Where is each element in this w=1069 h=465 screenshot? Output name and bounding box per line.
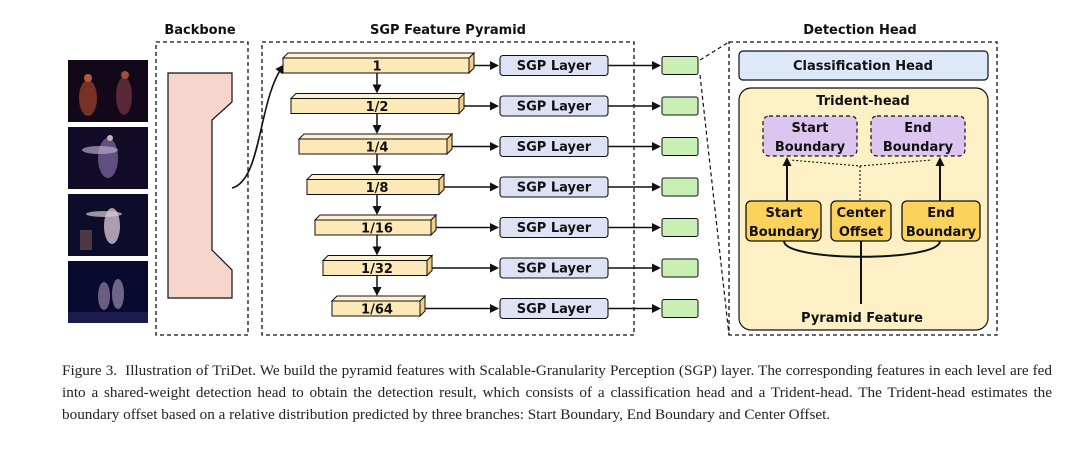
pyramid-level-label: 1/8	[366, 181, 389, 196]
backbone-block	[167, 72, 233, 299]
pyramid-level-top	[281, 52, 476, 59]
pyramid-level-label: 1/2	[366, 100, 389, 115]
pyramid-level-box	[298, 138, 448, 155]
caption-label: Figure 3.	[62, 362, 118, 379]
sgp-layer-label: SGP Layer	[517, 140, 592, 155]
pyramid-frame	[261, 41, 635, 336]
video-frames	[68, 60, 148, 323]
pyramid-level-top	[313, 214, 438, 221]
pyramid-level-top	[305, 174, 446, 180]
video-frame-4	[68, 261, 148, 323]
pyramid-level-box	[290, 98, 460, 114]
sgp-layer-label: SGP Layer	[517, 302, 592, 317]
pyramid-level-top	[297, 133, 454, 140]
pyramid-title: SGP Feature Pyramid	[370, 23, 526, 38]
pyramid-level-label: 1/16	[361, 222, 393, 237]
pyramid-level-box	[331, 300, 421, 317]
start-boundary-output-line1: Start	[792, 121, 829, 136]
pyramid-level-box	[306, 179, 440, 195]
caption-text: Illustration of TriDet. We build the pyr…	[62, 362, 1053, 423]
pyramid-level-label: 1/4	[366, 141, 389, 156]
start-boundary-branch-line2: Boundary	[749, 225, 820, 240]
pyramid-level-label: 1/32	[361, 262, 393, 277]
detection-title: Detection Head	[803, 23, 917, 38]
end-boundary-output-line1: End	[904, 121, 931, 136]
level-output-feature	[661, 258, 699, 278]
video-frame-1	[68, 60, 148, 122]
level-output-feature	[661, 299, 699, 318]
sgp-layer-label: SGP Layer	[517, 181, 592, 196]
end-boundary-branch-line2: Boundary	[906, 225, 977, 240]
level-output-feature	[661, 218, 699, 237]
backbone-frame	[155, 41, 249, 336]
start-boundary-output-box	[762, 115, 858, 157]
pyramid-level-top	[289, 93, 466, 99]
center-offset-branch-line1: Center	[836, 206, 886, 221]
zoom-line-bottom	[699, 74, 730, 336]
end-boundary-output-box	[870, 115, 966, 157]
start-boundary-branch-line1: Start	[766, 206, 803, 221]
pyramid-level-top	[330, 295, 427, 302]
pyramid-level-label: 1/64	[361, 303, 393, 318]
sgp-layer-label: SGP Layer	[517, 59, 592, 74]
center-offset-branch-line2: Offset	[839, 225, 883, 240]
pyramid-level-box	[282, 57, 470, 74]
figure-caption: Figure 3. Illustration of TriDet. We bui…	[62, 360, 1052, 426]
pyramid-level-label: 1	[372, 60, 381, 75]
end-boundary-branch-line1: End	[927, 206, 954, 221]
backbone-title: Backbone	[164, 23, 236, 38]
center-offset-link-right	[859, 159, 933, 167]
sgp-layer-label: SGP Layer	[517, 262, 592, 277]
pyramid-level-box	[314, 219, 432, 236]
trident-head-title: Trident-head	[816, 94, 909, 109]
pyramid-level-box	[322, 260, 428, 276]
start-boundary-output-line2: Boundary	[775, 140, 846, 155]
classification-head-box	[738, 50, 989, 81]
level-output-feature	[661, 96, 699, 116]
level-output-feature	[661, 56, 699, 75]
backbone-to-pyramid-arrow	[231, 64, 285, 189]
classification-head-label: Classification Head	[793, 59, 933, 74]
end-boundary-output-line2: Boundary	[883, 140, 954, 155]
level-output-feature	[661, 137, 699, 156]
sgp-layer-label: SGP Layer	[517, 221, 592, 236]
pyramid-feature-label: Pyramid Feature	[801, 311, 923, 326]
video-frame-2	[68, 127, 148, 189]
zoom-line-top	[699, 41, 730, 61]
sgp-layer-label: SGP Layer	[517, 100, 592, 115]
pyramid-level-top	[321, 255, 434, 261]
level-output-feature	[661, 177, 699, 197]
video-frame-3	[68, 194, 148, 256]
detection-frame	[728, 41, 998, 336]
